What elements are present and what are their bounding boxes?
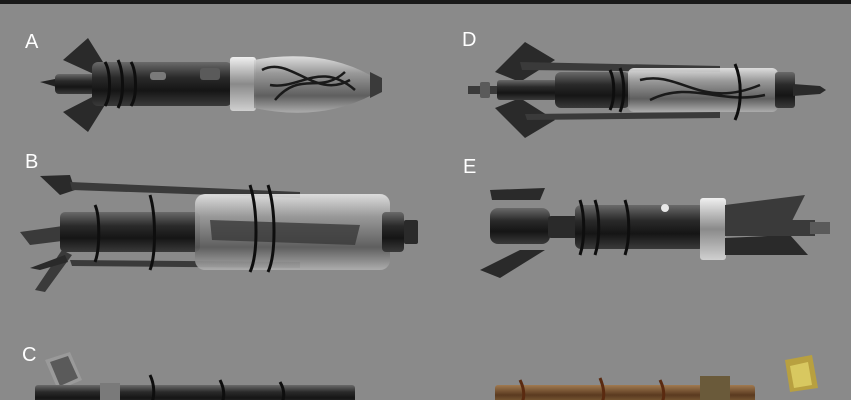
weapon-b [20, 175, 418, 292]
weapon-f [495, 355, 818, 400]
weapon-e [480, 188, 830, 278]
weapon-c [35, 352, 355, 400]
top-border [0, 0, 851, 4]
weapon-a [40, 38, 382, 132]
label-d: D [462, 29, 477, 51]
label-b: B [25, 151, 39, 173]
label-e: E [463, 156, 477, 178]
label-c: C [22, 344, 37, 366]
label-a: A [25, 31, 39, 53]
weapon-d [468, 42, 826, 138]
